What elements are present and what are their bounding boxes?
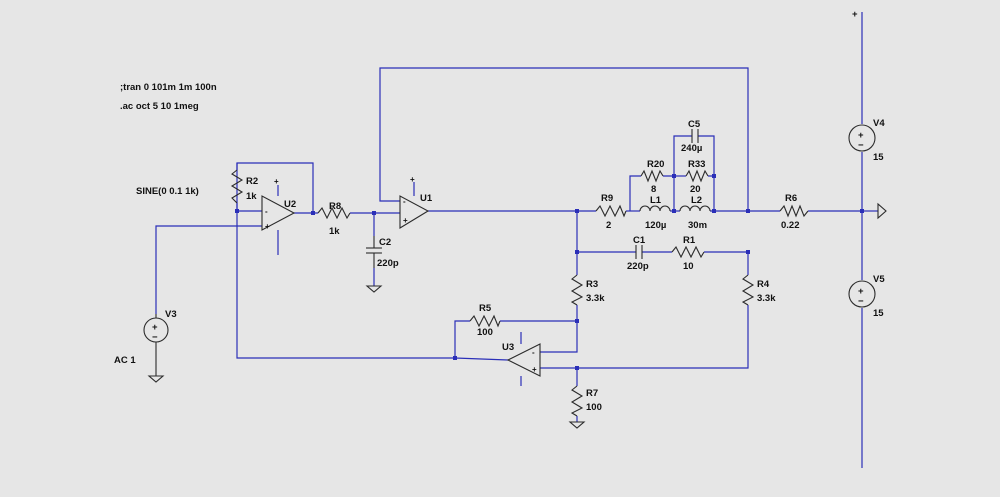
r7-name: R7 [586,388,598,399]
r9-value: 2 [606,220,611,231]
v4-name: V4 [873,118,885,129]
capacitor-c5[interactable] [691,129,699,143]
r9-name: R9 [601,193,613,204]
capacitor-c2[interactable] [366,236,382,268]
u2-name: U2 [284,199,296,210]
u1-minus-sign: - [403,197,406,206]
r33-value: 20 [690,184,701,195]
v4-plus-sign: + [858,130,864,141]
r3-value: 3.3k [586,293,605,304]
r20-name: R20 [647,159,664,170]
r8-name: R8 [329,201,341,212]
inductor-l1[interactable] [639,205,671,212]
opamp-u1[interactable]: - + [399,195,430,229]
v3-source-signal: SINE(0 0.1 1k) [136,186,199,197]
r7-value: 100 [586,402,602,413]
c1-value: 220p [627,261,649,272]
r2-name: R2 [246,176,258,187]
voltage-source-v5[interactable]: + − [848,280,876,308]
v4-value: 15 [873,152,884,163]
c5-name: C5 [688,119,701,130]
u2-minus-sign: - [265,207,268,216]
voltage-source-v3[interactable]: + − [143,314,169,376]
r20-value: 8 [651,184,656,195]
ground-r7 [568,421,586,429]
r6-name: R6 [785,193,797,204]
r6-value: 0.22 [781,220,800,231]
resistor-r8[interactable] [317,206,351,220]
ground-v3 [147,375,165,383]
l2-value: 30m [688,220,707,231]
u1-plus-sign: + [403,216,408,225]
r5-name: R5 [479,303,492,314]
u3-name: U3 [502,342,514,353]
supply-plus-top: + [852,9,858,20]
v5-plus-sign: + [858,286,864,297]
r1-name: R1 [683,235,696,246]
r2-value: 1k [246,191,257,202]
labels: ;tran 0 101m 1m 100n .ac oct 5 10 1meg S… [114,82,885,413]
v5-minus-sign: − [858,296,864,307]
v5-value: 15 [873,308,884,319]
resistor-r6[interactable] [779,204,809,218]
v4-minus-sign: − [858,140,864,151]
r4-name: R4 [757,279,770,290]
u1-supply-plus: + [410,175,415,184]
r33-name: R33 [688,159,705,170]
r5-value: 100 [477,327,493,338]
resistor-r4[interactable] [741,274,755,306]
capacitor-c1[interactable] [635,245,643,259]
resistor-r2[interactable] [230,169,244,204]
wires [155,12,878,468]
l1-name: L1 [650,195,662,206]
r1-value: 10 [683,261,694,272]
resistor-r33[interactable] [685,169,709,183]
resistor-r9[interactable] [595,204,627,218]
u1-name: U1 [420,193,433,204]
output-port-icon[interactable] [877,202,887,220]
u2-supply-plus: + [274,177,279,186]
voltage-source-v4[interactable]: + − [848,124,876,152]
r3-name: R3 [586,279,598,290]
resistor-r20[interactable] [640,169,664,183]
v3-minus-sign: − [152,332,158,343]
u3-minus-sign: - [532,348,535,357]
v5-name: V5 [873,274,885,285]
inductor-l2[interactable] [679,205,711,212]
u3-plus-sign: + [532,365,537,374]
opamp-u3[interactable]: - + [506,343,541,377]
resistor-r1[interactable] [671,245,705,259]
tran-directive[interactable]: ;tran 0 101m 1m 100n [120,82,217,93]
junction-dots [235,174,864,370]
l2-name: L2 [691,195,702,206]
resistor-r3[interactable] [570,274,584,306]
ac-directive[interactable]: .ac oct 5 10 1meg [120,101,199,112]
u2-plus-sign: + [265,222,270,231]
v3-ac-label: AC 1 [114,355,136,366]
r4-value: 3.3k [757,293,776,304]
r8-value: 1k [329,226,340,237]
c2-name: C2 [379,237,391,248]
opamp-u2[interactable]: - + [261,195,296,231]
v3-name: V3 [165,309,177,320]
c2-value: 220p [377,258,399,269]
v3-plus-sign: + [152,322,158,333]
l1-value: 120µ [645,220,666,231]
resistor-r5[interactable] [469,314,501,328]
c1-name: C1 [633,235,646,246]
ground-c2 [365,285,383,293]
resistor-r7[interactable] [570,385,584,417]
c5-value: 240µ [681,143,702,154]
